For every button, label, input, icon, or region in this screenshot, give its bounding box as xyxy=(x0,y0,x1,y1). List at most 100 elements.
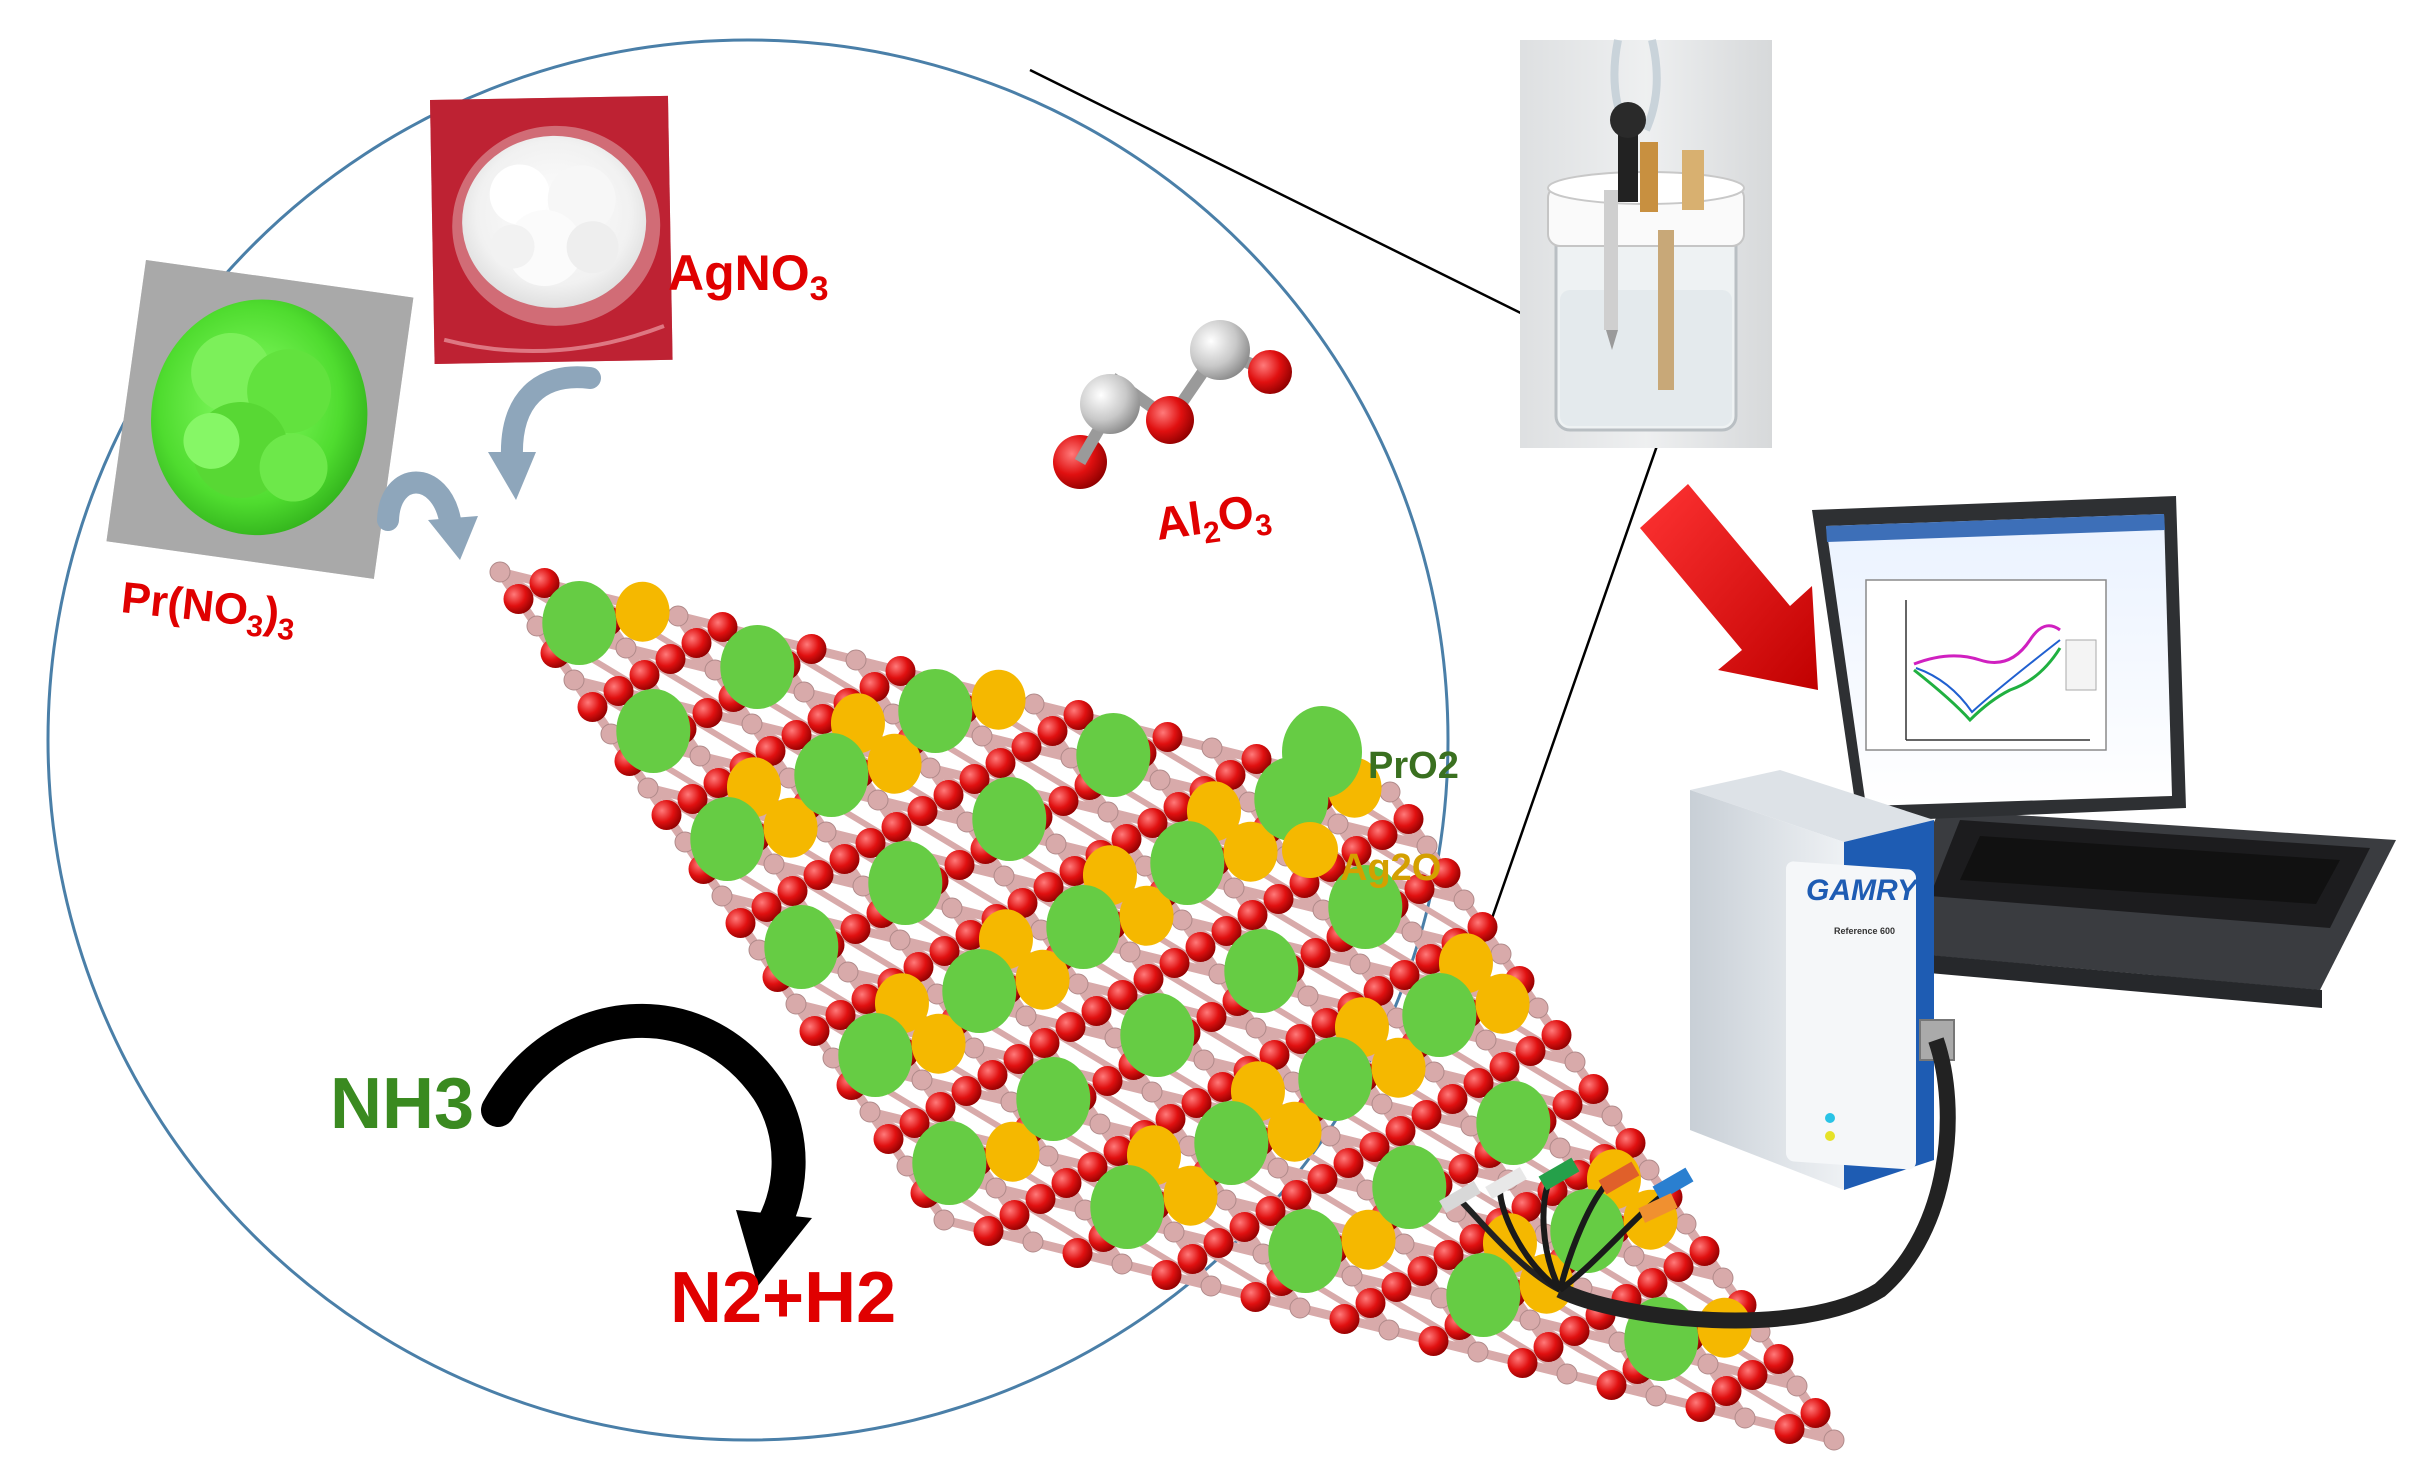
aluminum-atom xyxy=(1215,1189,1237,1211)
oxygen-atom xyxy=(1152,722,1183,752)
oxygen-atom xyxy=(503,584,534,614)
oxygen-atom xyxy=(1159,948,1190,978)
aluminum-atom xyxy=(1527,997,1549,1019)
oxygen-atom xyxy=(1407,1256,1438,1286)
aluminum-atom xyxy=(1163,1221,1185,1243)
aluminum-atom xyxy=(667,605,689,627)
aluminum-atom xyxy=(1022,1231,1044,1253)
oxygen-atom xyxy=(1418,1326,1449,1356)
aluminum-atom xyxy=(1289,1297,1311,1319)
ag2o-particle xyxy=(763,797,818,858)
oxygen-atom xyxy=(577,692,608,722)
oxygen-atom xyxy=(1367,820,1398,850)
aluminum-atom xyxy=(1823,1429,1845,1451)
pro2-particle xyxy=(1328,865,1403,949)
oxygen-atom xyxy=(1559,1316,1590,1346)
oxygen-atom xyxy=(1307,1164,1338,1194)
ag2o-particle xyxy=(1371,1037,1426,1098)
oxygen-atom xyxy=(1081,996,1112,1026)
oxygen-atom xyxy=(881,812,912,842)
status-light-yellow xyxy=(1825,1131,1835,1141)
oxygen-atom xyxy=(703,768,734,798)
oxygen-atom xyxy=(1437,1084,1468,1114)
aluminum-atom xyxy=(1141,1081,1163,1103)
oxygen-atom xyxy=(1381,1272,1412,1302)
aluminum-atom xyxy=(1423,1061,1445,1083)
label-al2o3: Al2O3 xyxy=(1152,482,1274,556)
oxygen-atom xyxy=(1255,1196,1286,1226)
oxygen-atom xyxy=(751,892,782,922)
aluminum-atom xyxy=(1327,813,1349,835)
oxygen-atom xyxy=(959,764,990,794)
ag2o-particle xyxy=(867,733,922,794)
oxygen-atom xyxy=(977,1060,1008,1090)
oxygen-atom xyxy=(781,720,812,750)
oxygen-atom xyxy=(1685,1392,1716,1422)
aluminum-atom xyxy=(985,1177,1007,1199)
oxygen-atom xyxy=(1059,856,1090,886)
pro2-particle xyxy=(542,581,617,665)
oxygen-atom xyxy=(1211,916,1242,946)
aluminum-atom xyxy=(1023,693,1045,715)
aluminum-atom xyxy=(919,757,941,779)
oxygen-atom xyxy=(1411,1100,1442,1130)
aluminum-atom xyxy=(1712,1267,1734,1289)
pro2-particle xyxy=(1194,1101,1269,1185)
reaction-arrow xyxy=(481,1003,812,1286)
pro2-particle xyxy=(912,1121,987,1205)
oxygen-atom xyxy=(840,914,871,944)
oxygen-atom xyxy=(1062,1238,1093,1268)
oxygen-atom xyxy=(651,800,682,830)
aluminum-atom xyxy=(1193,1049,1215,1071)
potentiostat-front-panel xyxy=(1786,861,1916,1170)
legend-pro2-swatch xyxy=(1282,706,1362,798)
label-prno3: Pr(NO3)3 xyxy=(118,573,298,647)
oxygen-atom xyxy=(925,1092,956,1122)
oxygen-atom xyxy=(955,920,986,950)
oxygen-atom xyxy=(1103,1136,1134,1166)
pro2-particle xyxy=(720,625,795,709)
oxygen-atom xyxy=(629,660,660,690)
oxygen-atom xyxy=(807,704,838,734)
aluminum-atom xyxy=(1556,1363,1578,1385)
aluminum-atom xyxy=(785,993,807,1015)
agno3-sample-photo xyxy=(430,95,673,364)
aluminum-atom xyxy=(889,929,911,951)
pro2-particle xyxy=(1090,1165,1165,1249)
oxygen-atom xyxy=(1404,874,1435,904)
oxygen-atom xyxy=(1055,1012,1086,1042)
aluminum-atom xyxy=(741,713,763,735)
ag2o-particle xyxy=(1163,1165,1218,1226)
aluminum-atom xyxy=(1453,889,1475,911)
aluminum-atom xyxy=(993,865,1015,887)
oxygen-atom xyxy=(1663,1252,1694,1282)
oxygen-atom xyxy=(1507,1348,1538,1378)
aluminum-atom xyxy=(615,637,637,659)
aluminum-atom xyxy=(1697,1353,1719,1375)
ag2o-particle xyxy=(1223,821,1278,882)
aluminum-atom xyxy=(1675,1213,1697,1235)
pro2-particle xyxy=(838,1013,913,1097)
red-arrow xyxy=(1640,484,1818,690)
oxygen-atom xyxy=(1241,744,1272,774)
pro2-particle xyxy=(1150,821,1225,905)
aluminum-atom xyxy=(489,561,511,583)
aluminum-atom xyxy=(1267,1157,1289,1179)
aluminum-atom xyxy=(1297,985,1319,1007)
pro2-particle xyxy=(764,905,839,989)
oxygen-atom xyxy=(1459,1224,1490,1254)
aluminum-atom xyxy=(1045,833,1067,855)
oxygen-atom xyxy=(1259,1040,1290,1070)
oxygen-atom xyxy=(1578,1074,1609,1104)
aluminum-atom xyxy=(971,725,993,747)
aluminum-atom xyxy=(711,885,733,907)
brand-logo: GAMRY xyxy=(1806,874,1920,907)
oxygen-atom xyxy=(1048,786,1079,816)
oxygen-atom xyxy=(1467,912,1498,942)
aluminum-atom xyxy=(1378,1319,1400,1341)
pro2-particle xyxy=(690,797,765,881)
oxygen-atom xyxy=(1489,1052,1520,1082)
oxygen-atom xyxy=(1433,1240,1464,1270)
oxygen-atom xyxy=(944,850,975,880)
oxygen-atom xyxy=(1003,1044,1034,1074)
